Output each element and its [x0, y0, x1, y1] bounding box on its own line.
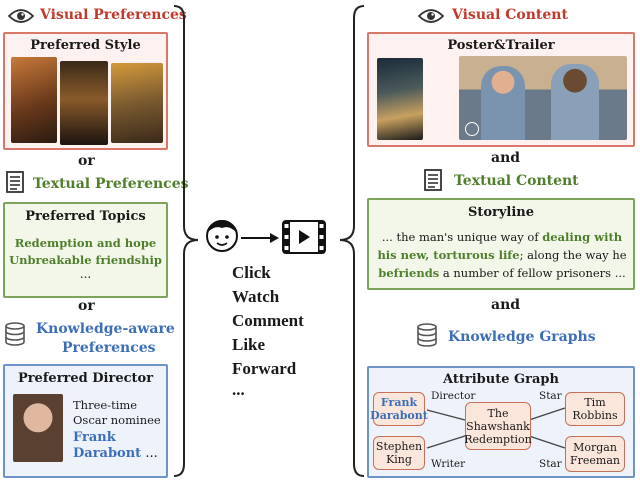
story-segment-2: ; along the way he [519, 248, 627, 262]
edge-label-star-2: Star [539, 458, 562, 470]
trailer-person-1 [481, 66, 525, 140]
edge-label-star-1: Star [539, 390, 562, 402]
visual-content-title: Visual Content [452, 7, 568, 23]
document-icon [6, 171, 24, 193]
poster-trailer-box: Poster&Trailer [367, 32, 635, 147]
database-icon [5, 322, 25, 346]
story-highlight-2: befriends [378, 266, 440, 280]
director-name-2-row: Darabont ... [73, 446, 158, 461]
action-forward: Forward [232, 359, 297, 378]
and-connector-1: and [491, 150, 521, 166]
knowledge-graphs-title: Knowledge Graphs [448, 329, 596, 345]
document-icon [424, 169, 442, 191]
play-icon[interactable] [465, 122, 479, 136]
trailer-person-2 [551, 64, 599, 140]
right-bracket [339, 5, 365, 477]
eye-icon [418, 9, 444, 23]
visual-preferences-title: Visual Preferences [40, 7, 187, 23]
topic-redemption: Redemption and hope [14, 236, 157, 250]
topic-ellipsis: ... [79, 267, 92, 281]
director-ellipsis: ... [145, 446, 158, 461]
topic-friendship: Unbreakable friendship [9, 253, 162, 267]
director-name-1: Frank [73, 430, 116, 445]
edge-label-director: Director [431, 390, 476, 402]
action-watch: Watch [232, 287, 280, 306]
style-poster-3 [111, 63, 163, 143]
user-face-icon [206, 220, 238, 252]
director-line-2: Oscar nominee [73, 413, 161, 427]
eye-icon [8, 9, 34, 23]
preferred-director-box: Preferred Director Three-time Oscar nomi… [3, 364, 168, 478]
edge-label-writer: Writer [431, 458, 466, 470]
preferred-style-title: Preferred Style [30, 38, 141, 53]
movie-poster [377, 58, 423, 140]
graph-edges [426, 407, 566, 449]
story-highlight-1: dealing with his new, torturous life [377, 230, 623, 262]
movie-trailer-frame [459, 56, 627, 140]
director-name-2: Darabont [73, 446, 142, 461]
preferred-director-title: Preferred Director [17, 371, 154, 386]
left-bracket [173, 5, 199, 477]
database-icon [417, 323, 437, 347]
story-segment-1: ... the man's unique way of [381, 230, 543, 244]
preferred-topics-box: Preferred Topics Redemption and hope Unb… [3, 202, 168, 298]
style-poster-2 [60, 61, 108, 145]
and-connector-2: and [491, 297, 521, 313]
director-photo [13, 394, 63, 462]
storyline-text: ... the man's unique way of dealing with… [376, 228, 628, 282]
textual-preferences-title: Textual Preferences [33, 176, 189, 192]
knowledge-preferences-title-2: Preferences [62, 340, 156, 356]
action-ellipsis: ... [232, 380, 245, 399]
story-segment-3: a number of fellow prisoners ... [439, 266, 626, 280]
director-line-1: Three-time [73, 398, 138, 412]
video-icon [282, 220, 326, 254]
storyline-box: Storyline ... the man's unique way of de… [367, 198, 635, 290]
knowledge-preferences-title-1: Knowledge-aware [36, 321, 175, 337]
arrow-icon [241, 233, 279, 243]
attribute-graph-title: Attribute Graph [443, 372, 559, 387]
preferred-style-box: Preferred Style [3, 32, 168, 150]
or-connector-2: or [78, 298, 95, 314]
preferred-topics-title: Preferred Topics [25, 209, 146, 224]
poster-trailer-title: Poster&Trailer [447, 38, 555, 53]
action-click: Click [232, 263, 271, 282]
style-poster-1 [11, 57, 57, 143]
textual-content-title: Textual Content [454, 173, 579, 189]
action-comment: Comment [232, 311, 304, 330]
action-like: Like [232, 335, 266, 354]
or-connector-1: or [78, 153, 95, 169]
storyline-title: Storyline [467, 205, 535, 220]
